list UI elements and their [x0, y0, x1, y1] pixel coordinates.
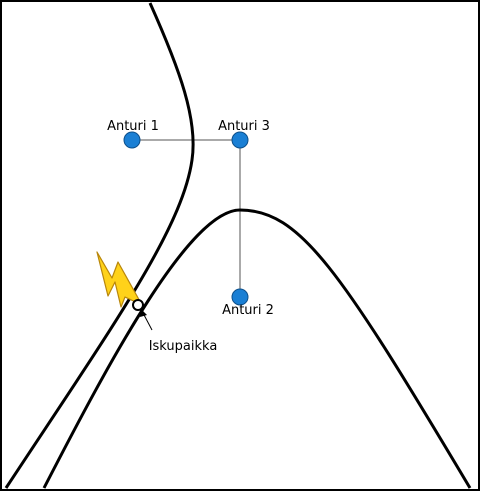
impact-point-marker [132, 299, 144, 311]
hyperbola-sensor3-sensor2 [42, 208, 472, 489]
impact-label: Iskupaikka [149, 339, 218, 354]
arrow-head [140, 309, 147, 317]
sensor-3-marker [231, 131, 249, 149]
sensor-2-label: Anturi 2 [222, 303, 274, 318]
hyperbola-sensor1-sensor3 [4, 2, 195, 489]
sensor-1-label: Anturi 1 [107, 119, 159, 134]
sensor-3-label: Anturi 3 [218, 119, 270, 134]
sensor-2-marker [231, 288, 249, 306]
sensor-1-marker [123, 131, 141, 149]
arrow-pointer-icon [142, 312, 153, 331]
lightning-bolt-icon [96, 251, 143, 308]
